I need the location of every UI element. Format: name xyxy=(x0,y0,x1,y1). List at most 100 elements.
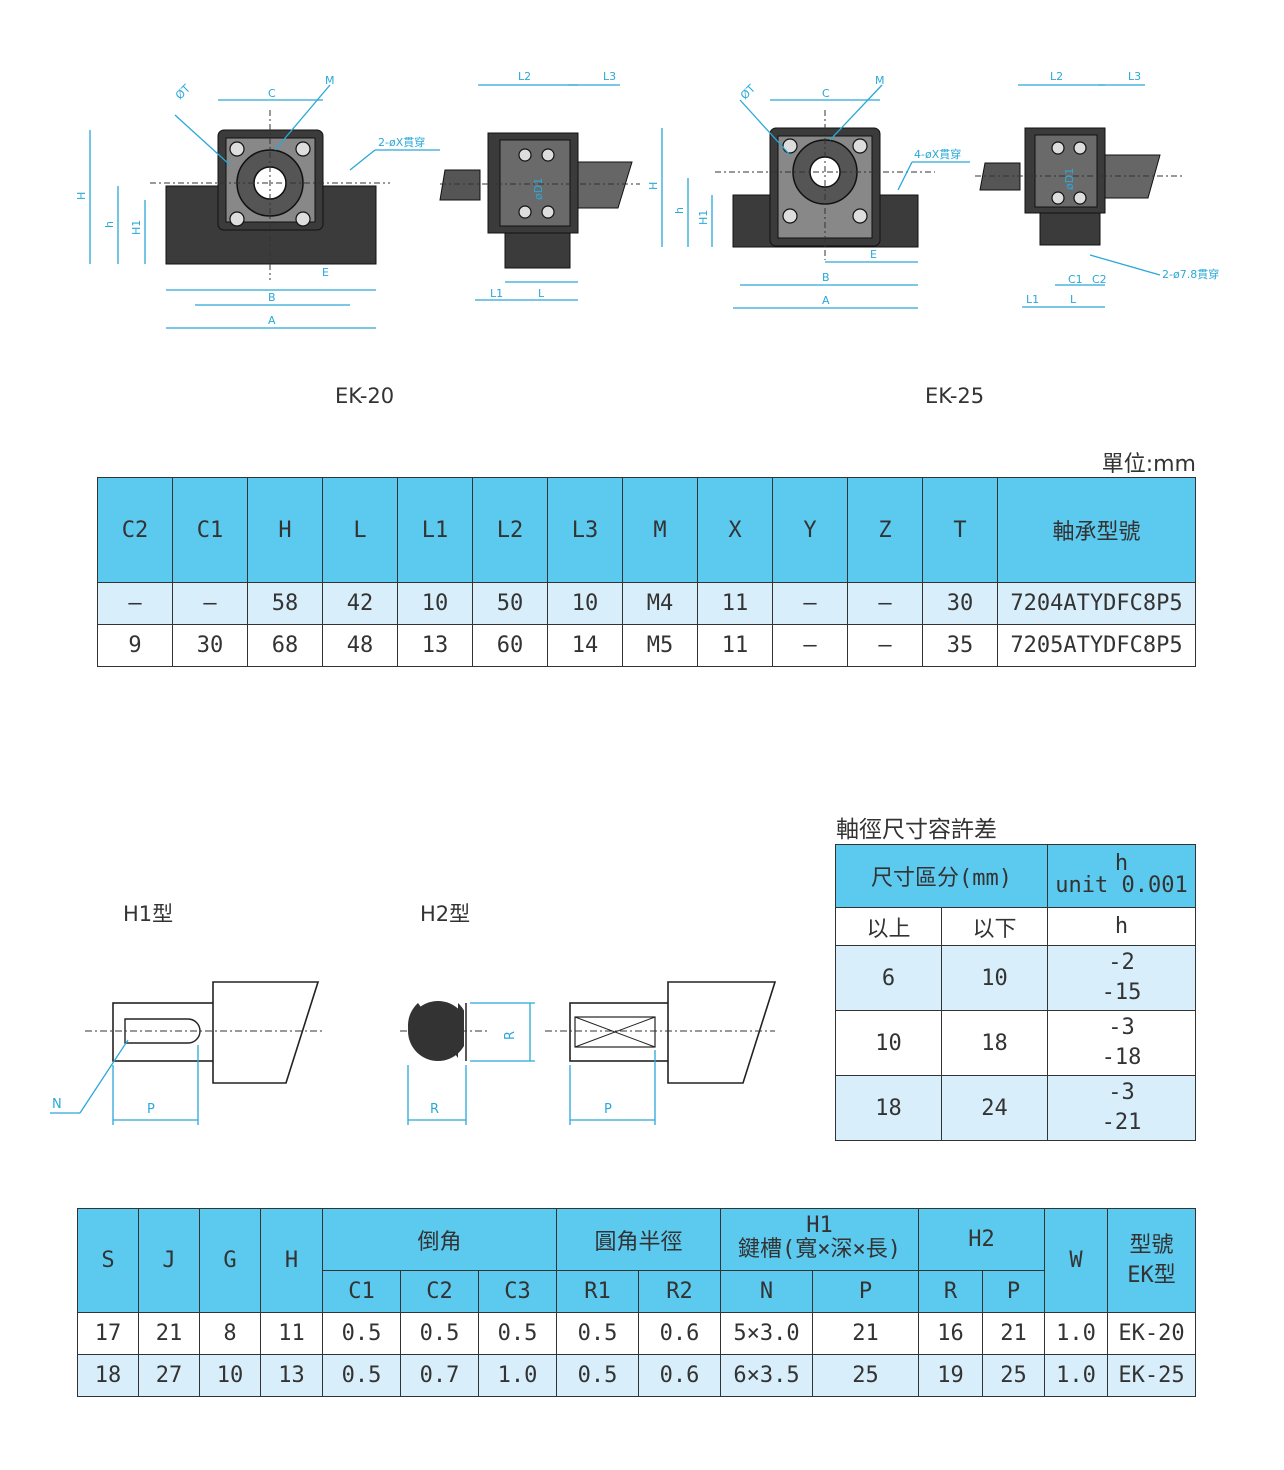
table1-header-row: C2 C1 H L L1 L2 L3 M X Y Z T 軸承型號 xyxy=(97,477,1196,583)
table-cell: M5 xyxy=(622,624,698,667)
tolerance-subheader-row: 以上 以下 h xyxy=(835,907,1197,946)
table-cell: 18 xyxy=(835,1075,942,1141)
table-cell: 1.0 xyxy=(1044,1354,1109,1397)
table-cell: – xyxy=(772,582,848,625)
tolerance-upper: -3 xyxy=(1108,1015,1135,1040)
table-cell: EK-20 xyxy=(1107,1312,1197,1355)
svg-text:L3: L3 xyxy=(1128,70,1141,83)
table-cell: 60 xyxy=(472,624,548,667)
table2-header-w: W xyxy=(1044,1208,1109,1313)
tolerance-lower: -21 xyxy=(1101,1110,1142,1135)
technical-drawings: .dl{stroke:#2aa8d8;stroke-width:1.3;fill… xyxy=(75,70,1219,329)
ek20-front-dims: H h H1 E B A C M ØT 2-øX貫穿 xyxy=(75,74,440,329)
svg-text:H: H xyxy=(75,192,88,200)
table-cell: 0.5 xyxy=(322,1312,401,1355)
table1-header: C2 xyxy=(97,477,173,583)
svg-text:ØT: ØT xyxy=(738,82,758,102)
table-cell: 17 xyxy=(77,1312,139,1355)
table2-header-h1-top: H1 xyxy=(806,1212,833,1238)
svg-text:C: C xyxy=(268,87,276,100)
svg-text:L: L xyxy=(1070,293,1077,306)
h1-type-label: H1型 xyxy=(123,902,174,926)
table1-header: L3 xyxy=(547,477,623,583)
table-cell: 8 xyxy=(199,1312,261,1355)
table-cell: 13 xyxy=(260,1354,323,1397)
table-row: 9 30 68 48 13 60 14 M5 11 – – 35 7205ATY… xyxy=(97,624,1196,667)
tolerance-title: 軸徑尺寸容許差 xyxy=(836,817,997,843)
table-cell: 10 xyxy=(199,1354,261,1397)
table2-sub-header: C2 xyxy=(400,1270,479,1313)
table-cell: 9 xyxy=(97,624,173,667)
table-cell: – xyxy=(847,624,923,667)
table2-sub-header: N xyxy=(720,1270,814,1313)
svg-text:A: A xyxy=(268,314,276,327)
tolerance-upper: -3 xyxy=(1108,1080,1135,1105)
svg-text:R: R xyxy=(430,1102,439,1117)
table-cell: 0.5 xyxy=(556,1354,640,1397)
table-cell: 30 xyxy=(172,624,248,667)
h2-shaft: P xyxy=(545,981,777,1125)
svg-text:L2: L2 xyxy=(1050,70,1063,83)
svg-text:R: R xyxy=(503,1031,518,1040)
table-row: – – 58 42 10 50 10 M4 11 – – 30 7204ATYD… xyxy=(97,582,1196,625)
table1-header: Z xyxy=(847,477,923,583)
table-cell: 0.5 xyxy=(400,1312,479,1355)
svg-text:øD1: øD1 xyxy=(532,178,545,200)
svg-text:C2: C2 xyxy=(1092,273,1107,286)
table-cell: 21 xyxy=(138,1312,200,1355)
shaft-drawings: .dl2{stroke:#2aa8d8;stroke-width:1.3;fil… xyxy=(50,981,777,1125)
tolerance-sub-above: 以上 xyxy=(835,907,942,946)
table-cell: 7204ATYDFC8P5 xyxy=(997,582,1196,625)
table1-header: H xyxy=(247,477,323,583)
table-cell: 14 xyxy=(547,624,623,667)
table-cell: 11 xyxy=(697,582,773,625)
table-row: 17 21 8 11 0.5 0.5 0.5 0.5 0.6 5×3.0 21 … xyxy=(77,1312,1197,1355)
table-cell: 10 xyxy=(940,945,1049,1011)
svg-text:C: C xyxy=(822,87,830,100)
table2-header-h2: H2 xyxy=(918,1208,1046,1271)
table2-header-radius: 圓角半徑 xyxy=(556,1208,722,1271)
table-cell: EK-25 xyxy=(1107,1354,1197,1397)
table-cell: 27 xyxy=(138,1354,200,1397)
svg-text:E: E xyxy=(322,266,329,279)
table-cell: – xyxy=(847,582,923,625)
table-cell: 48 xyxy=(322,624,398,667)
table2-sub-header: C3 xyxy=(477,1270,558,1313)
table-cell: 0.6 xyxy=(638,1312,722,1355)
table-cell: M4 xyxy=(622,582,698,625)
tolerance-lower: -15 xyxy=(1101,980,1142,1005)
table-cell: 21 xyxy=(812,1312,920,1355)
ek25-side-view xyxy=(975,127,1185,246)
tolerance-header-h-top: h xyxy=(1114,851,1129,876)
table-cell: 11 xyxy=(260,1312,323,1355)
tolerance-lower: -18 xyxy=(1101,1045,1142,1070)
table1-header: T xyxy=(922,477,998,583)
table-cell: – xyxy=(172,582,248,625)
table2-sub-header: P xyxy=(982,1270,1046,1313)
svg-text:A: A xyxy=(822,294,830,307)
table-cell: 18 xyxy=(77,1354,139,1397)
table-cell: 24 xyxy=(940,1075,1049,1141)
svg-text:L3: L3 xyxy=(603,70,616,83)
svg-text:E: E xyxy=(870,248,877,261)
h1-shaft: P N xyxy=(50,981,325,1125)
table-cell: 13 xyxy=(397,624,473,667)
h2-type-label: H2型 xyxy=(420,902,471,926)
svg-text:M: M xyxy=(875,74,885,87)
table-cell: 6 xyxy=(835,945,942,1011)
table-cell: 21 xyxy=(982,1312,1046,1355)
table1-header: M xyxy=(622,477,698,583)
svg-text:L2: L2 xyxy=(518,70,531,83)
svg-text:L: L xyxy=(538,287,545,300)
svg-text:P: P xyxy=(147,1102,155,1117)
table-cell: 6×3.5 xyxy=(720,1354,814,1397)
ek25-side-dims: L2 L3 L1 L C1 C2 øD1 2-ø7.8貫穿 xyxy=(1018,70,1219,308)
table2-sub-header: P xyxy=(812,1270,920,1313)
table-cell: 0.5 xyxy=(322,1354,401,1397)
table2-header-chamfer: 倒角 xyxy=(321,1208,558,1271)
svg-text:H: H xyxy=(647,182,660,190)
